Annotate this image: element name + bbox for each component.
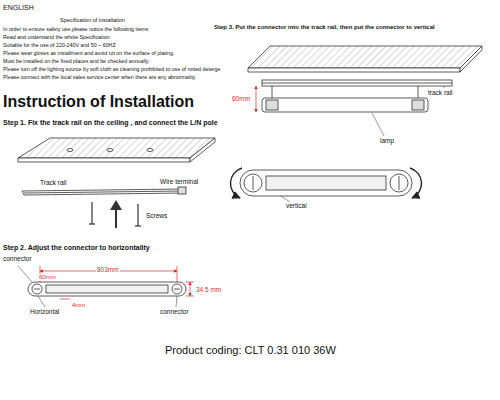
lamp [262, 86, 428, 112]
page-title: Instruction of Installation [3, 93, 194, 111]
part-name: Wire terminal [160, 178, 198, 185]
step-heading: Step 3. Put the connector into the track… [214, 24, 435, 31]
dimension-line [40, 266, 194, 299]
spec-note: Please turn off the lighting source by s… [3, 66, 221, 72]
lamp-horizontal [28, 282, 186, 296]
language-tag: ENGLISH [3, 4, 34, 12]
dimension-line [256, 86, 257, 112]
spec-heading: Specification of installation [60, 17, 125, 23]
part-name: connector [3, 255, 32, 262]
part-name: Horizontal [30, 308, 59, 315]
dimension: 60mm [232, 95, 250, 102]
spec-note: Please wear gloves as installment and av… [3, 50, 174, 56]
spec-note: Read and understand the whole Specificat… [3, 34, 110, 40]
dimension: 34.5 mm [196, 286, 221, 293]
rotation-arrow [230, 168, 421, 198]
track-rail [22, 187, 186, 195]
track-rail [262, 80, 452, 86]
dimension: 803mm [96, 266, 120, 273]
screw [89, 202, 141, 226]
part-name: connector [160, 308, 189, 315]
part-name: lamp [380, 137, 394, 144]
part-name: Track rail [40, 179, 66, 186]
part-name: Screws [146, 212, 167, 219]
product-code: Product coding: CLT 0.31 010 36W [165, 344, 336, 357]
leader-line [18, 266, 177, 307]
step-heading: Step 2. Adjust the connector to horizont… [3, 244, 150, 252]
lamp-vertical [240, 170, 412, 196]
part-name: vertical [286, 202, 307, 209]
up-arrow [110, 200, 122, 228]
step-heading: Step 1. Fix the track rail on the ceilin… [3, 119, 218, 127]
dimension: 4mm [72, 302, 85, 309]
ceiling-slab [18, 138, 215, 162]
part-name: track rail [428, 89, 453, 96]
dimension: 60mm [38, 274, 57, 281]
spec-note: In order to ensure safety use,please not… [3, 26, 150, 32]
spec-note: Suitable for the use of 220-240V and 50 … [3, 42, 116, 48]
spec-note: Please connect with the local sales serv… [3, 74, 196, 80]
spec-note: Must be installed on the fixed places an… [3, 58, 150, 64]
ceiling-slab [248, 46, 482, 72]
